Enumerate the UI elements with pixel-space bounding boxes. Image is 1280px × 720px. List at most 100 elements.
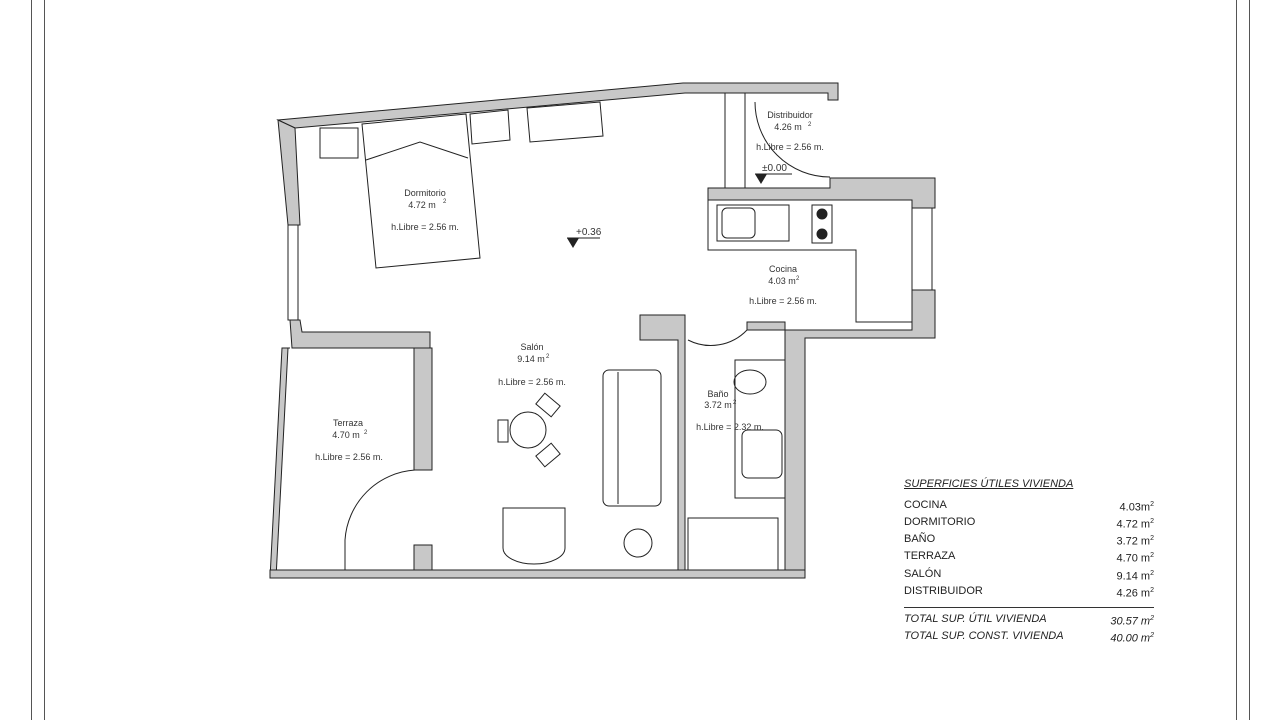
window-left xyxy=(287,224,299,321)
level-entry: ±0.00 xyxy=(762,163,787,174)
dresser xyxy=(526,101,604,143)
wall-bath-left xyxy=(639,314,686,571)
sofa xyxy=(602,369,662,507)
frame-border-left xyxy=(31,0,32,720)
wall-left-upper xyxy=(277,119,301,226)
sup: 2 xyxy=(1150,614,1154,622)
room-area-salon: 9.14 m xyxy=(517,354,545,364)
room-area-terraza: 4.70 m xyxy=(332,430,360,440)
row-value: 4.70 m xyxy=(1116,553,1151,566)
armchair xyxy=(502,507,566,565)
wall-bath-top xyxy=(746,321,786,331)
wall-terrace-top xyxy=(289,319,431,349)
room-height-terraza: h.Libre = 2.56 m. xyxy=(315,452,383,462)
room-height-dormitorio: h.Libre = 2.56 m. xyxy=(391,222,459,232)
plant xyxy=(623,528,653,558)
wall-bottom xyxy=(269,569,806,579)
room-area-dormitorio: 4.72 m xyxy=(408,200,436,210)
row-value: 4.72 m xyxy=(1116,518,1151,531)
summary-row: COCINA 4.03m2 xyxy=(904,498,1154,515)
wall-terrace-partition-low xyxy=(413,544,433,571)
room-name-terraza: Terraza xyxy=(333,418,363,428)
toilet xyxy=(733,369,767,395)
row-value: 3.72 m xyxy=(1116,535,1151,548)
room-area-cocina: 4.03 m xyxy=(768,276,796,286)
wall-kitchen-top xyxy=(707,177,936,209)
burner xyxy=(816,208,828,220)
wall-kitchen-right xyxy=(784,289,936,571)
room-name-dormitorio: Dormitorio xyxy=(404,188,446,198)
row-label: TOTAL SUP. ÚTIL VIVIENDA xyxy=(904,612,1047,625)
sup: 2 xyxy=(1150,586,1154,594)
sup: 2 xyxy=(546,354,550,360)
wall-top xyxy=(276,82,839,129)
row-label: SALÓN xyxy=(904,567,942,580)
row-label: TERRAZA xyxy=(904,550,956,563)
room-name-cocina: Cocina xyxy=(769,264,797,274)
sup: 2 xyxy=(1150,501,1154,508)
level-marker-icon xyxy=(567,238,579,248)
frame-border-right xyxy=(1249,0,1250,720)
sup: 2 xyxy=(1150,632,1154,640)
row-label: TOTAL SUP. CONST. VIVIENDA xyxy=(904,630,1064,643)
chair xyxy=(535,442,561,468)
sup: 2 xyxy=(364,430,368,436)
door-swing-bath xyxy=(687,329,748,347)
hob xyxy=(811,204,833,244)
washbasin xyxy=(741,429,783,479)
nightstand xyxy=(469,109,511,145)
fixtures xyxy=(287,93,933,571)
dining-table xyxy=(509,411,547,449)
room-height-cocina: h.Libre = 2.56 m. xyxy=(749,296,817,306)
burner xyxy=(816,228,828,240)
chair xyxy=(497,419,509,443)
row-value: 9.14 m xyxy=(1116,570,1151,583)
sup: 2 xyxy=(1150,569,1154,577)
divider xyxy=(904,606,1154,608)
shower-tray xyxy=(687,517,779,571)
room-name-salon: Salón xyxy=(520,342,543,352)
sup: 2 xyxy=(1150,552,1154,560)
room-height-distribuidor: h.Libre = 2.56 m. xyxy=(756,142,824,152)
row-label: BAÑO xyxy=(904,533,936,546)
summary-row: BAÑO 3.72 m2 xyxy=(904,532,1154,549)
room-height-bano: h.Libre = 2.32 m. xyxy=(696,422,764,432)
frame-border-right-inner xyxy=(1236,0,1237,720)
sup: 2 xyxy=(796,276,800,282)
wall-terrace-partition xyxy=(413,347,433,471)
summary-row: TERRAZA 4.70 m2 xyxy=(904,549,1154,566)
room-name-distribuidor: Distribuidor xyxy=(767,110,813,120)
door-swing-terrace xyxy=(344,469,416,541)
walls xyxy=(269,82,936,579)
frame-border-left-inner xyxy=(44,0,45,720)
bath-vanity xyxy=(734,359,786,499)
row-label: COCINA xyxy=(904,499,947,511)
row-label: DISTRIBUIDOR xyxy=(904,584,983,597)
row-value: 4.03m xyxy=(1119,501,1151,514)
nightstand xyxy=(319,127,359,159)
door-swing-entry xyxy=(754,101,831,178)
sink xyxy=(716,204,790,242)
summary-row: DISTRIBUIDOR 4.26 m2 xyxy=(904,584,1154,601)
summary-title: SUPERFICIES ÚTILES VIVIENDA xyxy=(904,478,1074,490)
chair xyxy=(535,392,561,418)
wall-left-lower xyxy=(269,347,290,579)
summary-row: SALÓN 9.14 m2 xyxy=(904,567,1154,584)
sup: 2 xyxy=(1150,535,1154,543)
row-label: DORMITORIO xyxy=(904,516,976,529)
level-main: +0.36 xyxy=(576,227,602,238)
level-marker-icon xyxy=(755,174,767,184)
window-kitchen xyxy=(911,207,933,291)
bed xyxy=(361,113,481,269)
room-area-distribuidor: 4.26 m xyxy=(774,122,802,132)
room-height-salon: h.Libre = 2.56 m. xyxy=(498,377,566,387)
room-name-bano: Baño xyxy=(707,389,728,399)
row-value: 4.26 m xyxy=(1116,587,1151,600)
bed-pillow xyxy=(365,141,469,161)
room-area-bano: 3.72 m xyxy=(704,400,732,410)
sup: 2 xyxy=(808,122,812,128)
